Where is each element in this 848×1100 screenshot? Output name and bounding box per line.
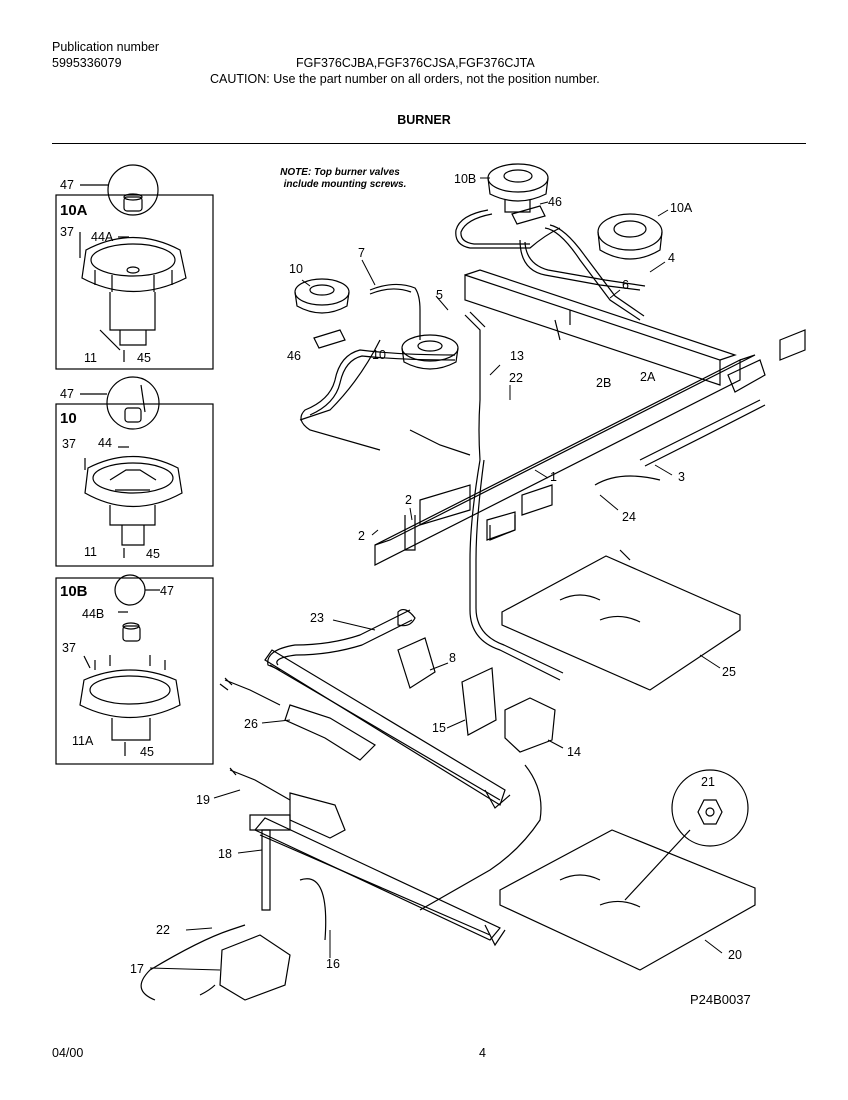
callout-46-top: 46 [548,195,562,209]
inset-10-label-44: 44 [98,436,112,450]
publication-number: 5995336079 [52,56,122,70]
oven-burner-tube [264,649,511,809]
gas-line-16 [299,878,327,941]
inset-10b [55,574,214,765]
callout-7: 7 [358,246,365,260]
inset-10 [55,376,214,567]
callout-2a: 2A [640,370,656,384]
page-number: 4 [479,1046,486,1060]
caution-text: CAUTION: Use the part number on all orde… [210,72,600,86]
inset-10-label-45: 45 [146,547,160,561]
broil-burner-tube [249,814,506,947]
callout-10-left: 10 [289,262,303,276]
gas-tubing [299,209,646,461]
callout-1: 1 [550,470,557,484]
footer-date: 04/00 [52,1046,84,1060]
gas-line-23 [267,459,564,681]
inset-10a-title: 10A [60,202,88,219]
inset-10-title: 10 [60,410,77,427]
callout-10b: 10B [454,172,476,186]
callout-2-lower: 2 [358,529,365,543]
callout-17: 17 [130,962,144,976]
callout-19: 19 [196,793,210,807]
callout-18: 18 [218,847,232,861]
inset-10a-label-44a: 44A [91,230,114,244]
inset-10a-label-37: 37 [60,225,74,239]
inset-10-label-47: 47 [60,387,74,401]
inset-10a-label-11: 11 [84,351,97,365]
mounting-bracket-46-top [511,205,546,225]
callout-15: 15 [432,721,446,735]
inset-10a-label-45: 45 [137,351,151,365]
callout-4: 4 [668,251,675,265]
page-title: BURNER [397,113,451,127]
inset-10a-label-47: 47 [60,178,74,192]
inset-10b-label-45: 45 [140,745,154,759]
header-divider [52,143,806,144]
burner-base-10b [487,163,549,213]
burner-base-10a-main [597,213,663,260]
inset-10b-title: 10B [60,583,88,600]
burner-base-10-left [294,278,350,314]
callout-14: 14 [567,745,581,759]
callout-10a: 10A [670,201,693,215]
callout-16: 16 [326,957,340,971]
gas-line-22-lower [140,924,246,1001]
callout-22-upper: 22 [509,371,523,385]
callout-22-lower: 22 [156,923,170,937]
flame-spreader-20 [499,829,756,971]
callout-10-center: 10 [372,348,386,362]
callout-leaders [149,177,723,971]
callout-3: 3 [678,470,685,484]
callout-2-upper: 2 [405,493,412,507]
igniter-control-8 [397,637,436,689]
mounting-bracket-46-left [313,329,346,349]
callout-25: 25 [722,665,736,679]
burner-base-10-center [401,334,459,370]
callout-24: 24 [622,510,636,524]
inset-10-label-37: 37 [62,437,76,451]
callout-5: 5 [436,288,443,302]
callout-13: 13 [510,349,524,363]
oven-valve-17 [219,934,291,1001]
callout-26: 26 [244,717,258,731]
callout-20: 20 [728,948,742,962]
inset-10a [55,164,214,370]
igniter-26 [219,677,376,761]
regulator-bracket-15 [461,667,497,736]
callout-21: 21 [701,775,715,789]
callout-23: 23 [310,611,324,625]
igniter-19 [229,767,346,839]
callout-2b: 2B [596,376,611,390]
model-numbers: FGF376CJBA,FGF376CJSA,FGF376CJTA [296,56,535,70]
inset-10b-label-47: 47 [160,584,174,598]
orifice-holder-18 [261,829,271,911]
manifold-assembly [374,269,806,566]
inset-10b-label-44b: 44B [82,607,104,621]
nut-21-inset [624,769,749,901]
inset-10-label-11: 11 [84,545,97,559]
flame-spreader-25 [501,549,741,691]
publication-label: Publication number [52,40,160,54]
pressure-regulator-14 [504,697,556,753]
diagram-code: P24B0037 [690,992,751,1007]
note-line-1: NOTE: Top burner valves [280,167,400,178]
inset-10b-label-37: 37 [62,641,76,655]
callout-6: 6 [622,278,629,292]
callout-46-left: 46 [287,349,301,363]
callout-8: 8 [449,651,456,665]
note-line-2: include mounting screws. [284,179,407,190]
inset-10b-label-11a: 11A [72,734,94,748]
